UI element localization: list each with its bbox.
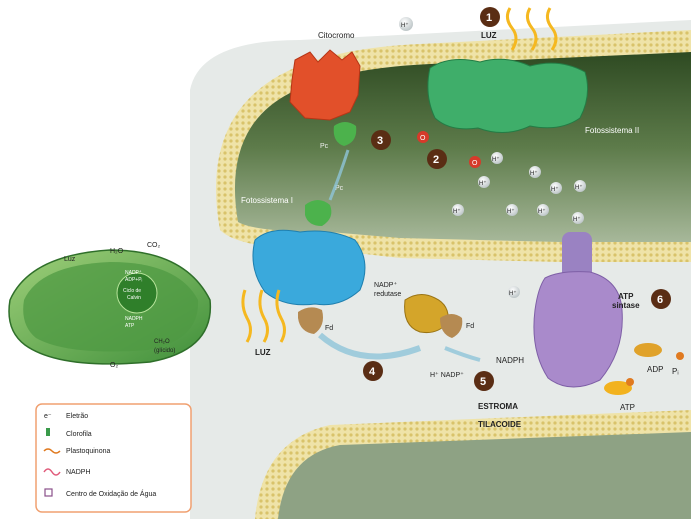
h-ion-label: H⁺ bbox=[509, 290, 517, 297]
inset-nadp: NADP⁺ bbox=[125, 270, 142, 276]
o-label-2: O bbox=[472, 160, 478, 167]
h-ion-label: H⁺ bbox=[573, 216, 581, 223]
step-badge-2: 2 bbox=[427, 149, 447, 169]
label-adp: ADP bbox=[647, 365, 663, 374]
atp-phosphate bbox=[626, 378, 634, 386]
label-atp: ATP bbox=[620, 403, 635, 412]
water-oxidation-center-icon bbox=[44, 488, 53, 497]
arrow-nadph bbox=[444, 346, 481, 362]
h-ion-label: H⁺ bbox=[575, 184, 583, 191]
label-nadp-redutase-2: redutase bbox=[374, 291, 401, 298]
arrow-pc bbox=[328, 149, 350, 201]
legend-electron-label: Eletrão bbox=[66, 413, 88, 420]
h-ion-label: H⁺ bbox=[453, 208, 461, 215]
atp-molecule bbox=[604, 381, 632, 395]
label-estroma: ESTROMA bbox=[478, 402, 518, 411]
label-h-nadp: H⁺ NADP⁺ bbox=[430, 371, 464, 379]
inset-atp: ATP bbox=[125, 323, 135, 329]
light-ray-ps1-2 bbox=[258, 289, 269, 343]
calvin-label-2: Calvin bbox=[127, 295, 141, 301]
legend-plastoquinone-label: Plastoquinona bbox=[66, 448, 110, 455]
ferredoxin-1 bbox=[298, 307, 323, 334]
inset-co2: CO₂ bbox=[147, 242, 161, 249]
legend-electron-symbol: e⁻ bbox=[44, 413, 52, 420]
label-tilacoide: TILACOIDE bbox=[478, 420, 522, 429]
h-ion-label: H⁺ bbox=[538, 208, 546, 215]
step-badge-1: 1 LUZ bbox=[480, 7, 500, 40]
plastoquinone-icon bbox=[43, 448, 61, 454]
light-ray-3 bbox=[545, 7, 558, 51]
step-6-num: 6 bbox=[657, 294, 663, 306]
calvin-label-1: Ciclo de bbox=[123, 288, 141, 294]
adp-molecule bbox=[634, 343, 662, 357]
pc-protein bbox=[305, 200, 332, 226]
inset-glicido: (glícido) bbox=[154, 348, 175, 354]
photosystem-ii bbox=[427, 58, 589, 133]
label-atp-sintase-2: sintase bbox=[612, 301, 640, 310]
h-ion-label: H⁺ bbox=[479, 180, 487, 187]
label-luz-ps1: LUZ bbox=[255, 348, 271, 357]
proton-cluster: H⁺ H⁺ H⁺ H⁺ H⁺ H⁺ H⁺ H⁺ H⁺ H⁺ H⁺ bbox=[399, 17, 586, 298]
chlorophyll-icon bbox=[46, 428, 50, 436]
light-ray-2 bbox=[525, 7, 538, 51]
cytochrome-complex bbox=[289, 49, 361, 121]
light-ray-ps1-1 bbox=[241, 289, 252, 343]
step-badge-4: 4 bbox=[363, 361, 383, 381]
atp-synthase-stalk bbox=[562, 232, 592, 280]
step-2-num: 2 bbox=[433, 154, 439, 166]
h-ion-label: H⁺ bbox=[401, 22, 409, 29]
label-citocromo: Citocromo bbox=[318, 31, 355, 40]
light-ray-1 bbox=[505, 7, 518, 51]
chloroplast-inset: Ciclo de Calvin Luz H₂O CO₂ NADP⁺ ADP+Pᵢ… bbox=[8, 242, 212, 369]
pi-molecule bbox=[676, 352, 684, 360]
h-ion-label: H⁺ bbox=[551, 186, 559, 193]
step-badge-6: 6 bbox=[651, 289, 671, 309]
legend-water-oxidation-label: Centro de Oxidação de Água bbox=[66, 489, 156, 498]
label-pi: Pᵢ bbox=[672, 367, 679, 376]
oxygen-atom bbox=[417, 131, 429, 143]
step-1-text: LUZ bbox=[481, 31, 497, 40]
label-atp-sintase-1: ATP bbox=[618, 292, 634, 301]
label-nadp-redutase-1: NADP⁺ bbox=[374, 281, 397, 289]
plastocyanin bbox=[333, 122, 357, 146]
step-1-num: 1 bbox=[486, 12, 492, 24]
legend-nadph-label: NADPH bbox=[66, 469, 91, 476]
label-fotossistema-i: Fotossistema I bbox=[241, 196, 293, 205]
inset-ch2o: CH₂O bbox=[154, 339, 170, 345]
thylakoid-lumen-lower bbox=[278, 432, 691, 519]
nadph-icon bbox=[43, 468, 61, 476]
light-ray-ps1-3 bbox=[275, 289, 286, 343]
photosystem-i bbox=[252, 229, 366, 306]
o-label: O bbox=[420, 135, 426, 142]
step-5-num: 5 bbox=[480, 376, 486, 388]
label-pc-1: Pc bbox=[320, 143, 329, 150]
step-3-num: 3 bbox=[377, 135, 383, 147]
atp-synthase bbox=[533, 271, 623, 388]
label-nadph: NADPH bbox=[496, 356, 524, 365]
inset-nadph: NADPH bbox=[125, 316, 143, 322]
legend: e⁻ Eletrão Clorofila Plastoquinona NADPH… bbox=[35, 403, 192, 513]
legend-chlorophyll-label: Clorofila bbox=[66, 431, 92, 438]
step-badge-5: 5 bbox=[474, 371, 494, 391]
inset-luz: Luz bbox=[64, 256, 76, 263]
oxygen-atom-2 bbox=[469, 156, 481, 168]
step-4-num: 4 bbox=[369, 366, 376, 378]
label-pc-2: Pc bbox=[335, 185, 344, 192]
inset-h2o: H₂O bbox=[110, 248, 124, 255]
step-badge-3: 3 bbox=[371, 130, 391, 150]
inset-adp-pi: ADP+Pᵢ bbox=[125, 277, 143, 283]
h-ion-label: H⁺ bbox=[492, 156, 500, 163]
ferredoxin-2 bbox=[440, 314, 463, 338]
h-ion-label: H⁺ bbox=[530, 170, 538, 177]
inset-o2: O₂ bbox=[110, 362, 118, 369]
h-ion-label: H⁺ bbox=[507, 208, 515, 215]
label-fotossistema-ii: Fotossistema II bbox=[585, 126, 639, 135]
arrow-electron-transport bbox=[318, 332, 422, 360]
label-fd-1: Fd bbox=[325, 325, 333, 332]
label-fd-2: Fd bbox=[466, 323, 474, 330]
